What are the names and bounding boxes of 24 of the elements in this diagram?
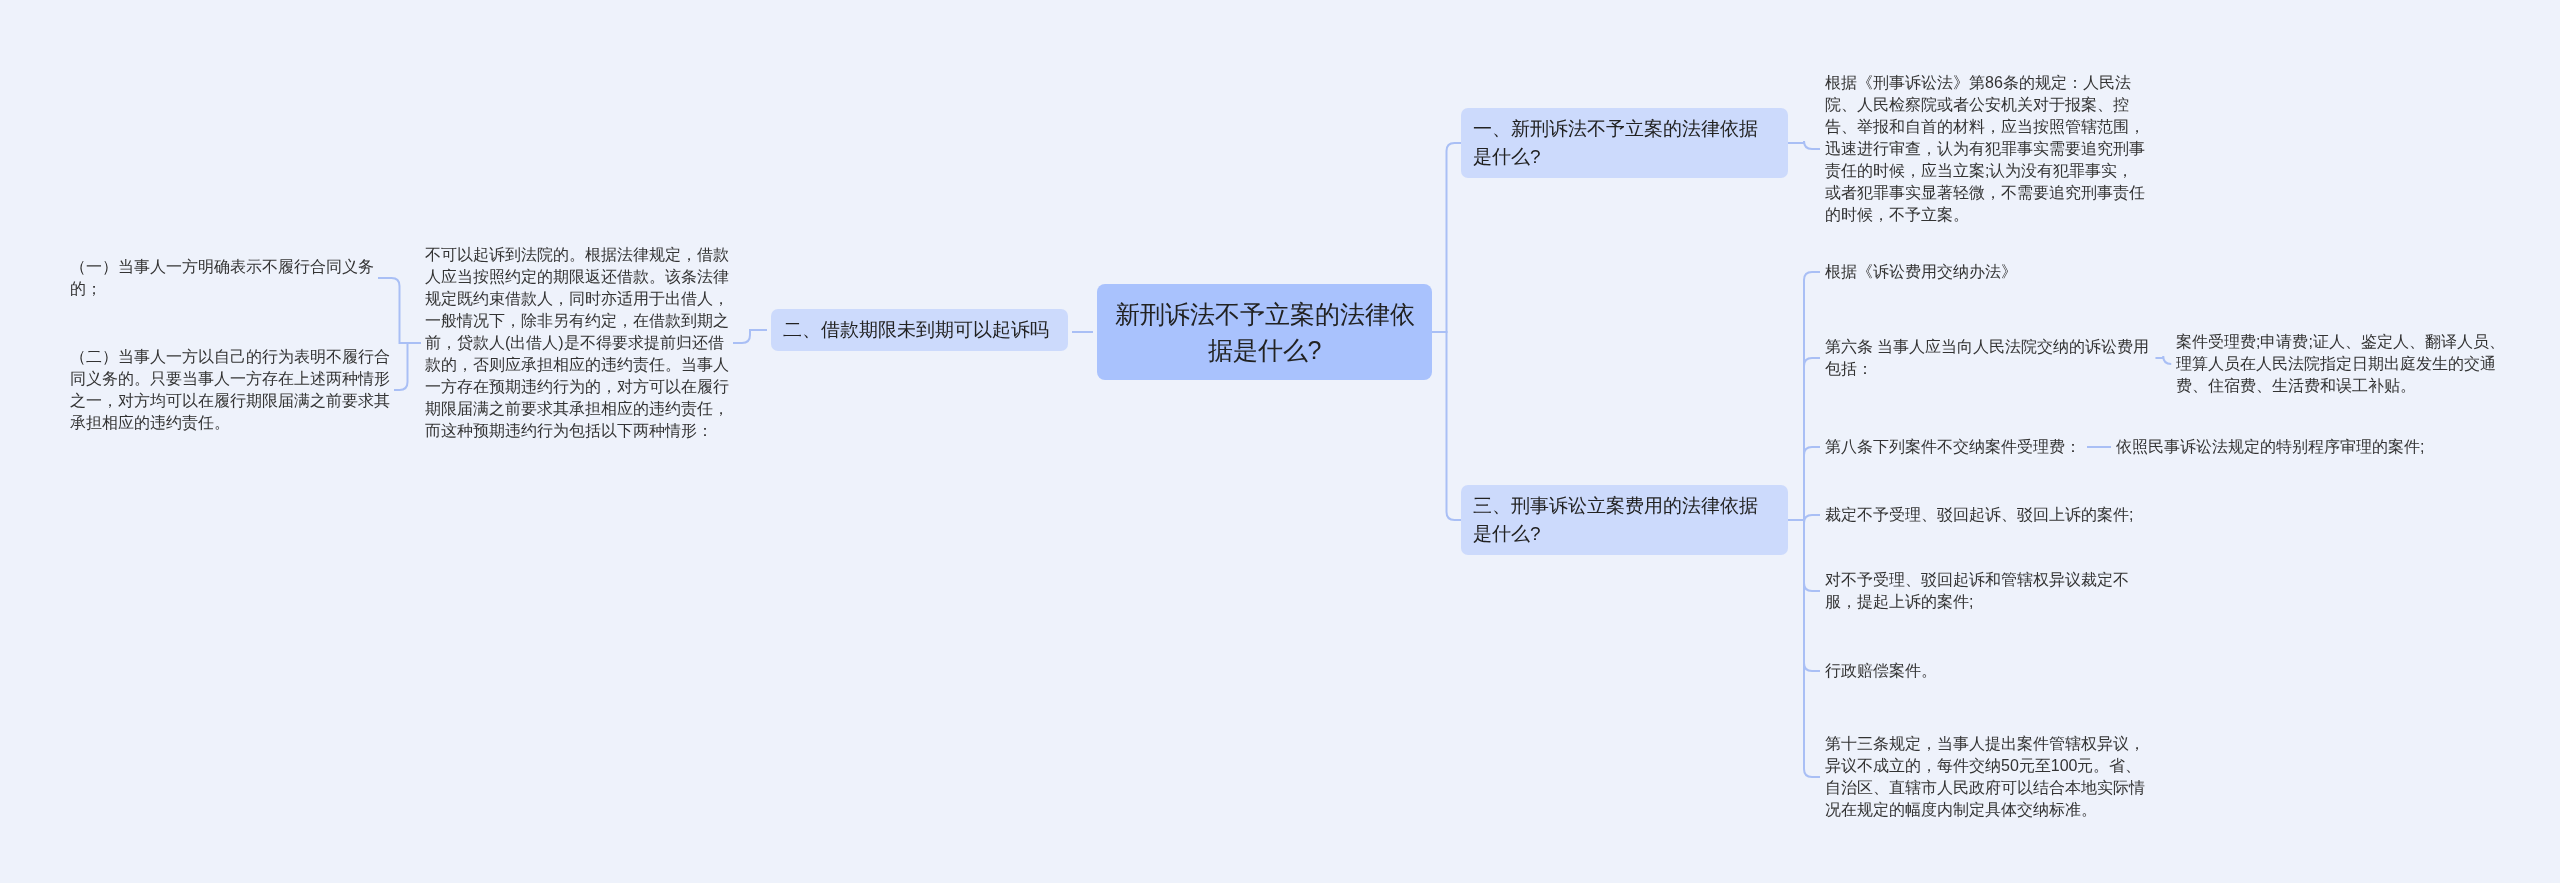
central-topic-box: 新刑诉法不予立案的法律依据是什么?: [1097, 284, 1432, 380]
connector-line: [393, 342, 422, 391]
note-text: 依照民事诉讼法规定的特别程序审理的案件;: [2116, 436, 2536, 458]
connector-line: [1787, 140, 1821, 150]
note-text: （一）当事人一方明确表示不履行合同义务的；: [70, 256, 400, 300]
subtopic-box: 三、刑事诉讼立案费用的法律依据是什么?: [1461, 485, 1788, 555]
note-text: 第六条 当事人应当向人民法院交纳的诉讼费用包括：: [1825, 336, 2153, 380]
note-text: 裁定不予受理、驳回起诉、驳回上诉的案件;: [1825, 504, 2245, 526]
connector-line: [2086, 446, 2112, 448]
note-text: 案件受理费;申请费;证人、鉴定人、翻译人员、理算人员在人民法院指定日期出庭发生的交通费、住宿费、生活费和误工补贴。: [2176, 331, 2506, 397]
note-text: （二）当事人一方以自己的行为表明不履行合同义务的。只要当事人一方存在上述两种情形之一，对方均可以在履行期限届满之前要求其承担相应的违约责任。: [70, 346, 400, 434]
connector-line: [2154, 355, 2173, 365]
note-text: 根据《刑事诉讼法》第86条的规定：人民法院、人民检察院或者公安机关对于报案、控告、举报和自首的材料，应当按照管辖范围，迅速进行审查，认为有犯罪事实需要追究刑事责任的时候，应当立案;认为没有犯罪事实，或者犯罪事实显著轻微，不需要追究刑事责任的时候，不予立案。: [1825, 72, 2147, 226]
connector-line: [732, 329, 768, 344]
note-text: 对不予受理、驳回起诉和管辖权异议裁定不服，提起上诉的案件;: [1825, 569, 2155, 613]
subtopic-box: 一、新刑诉法不予立案的法律依据是什么?: [1461, 108, 1788, 178]
note-text: 不可以起诉到法院的。根据法律规定，借款人应当按照约定的期限返还借款。该条法律规定既约束借款人，同时亦适用于出借人，一般情况下，除非另有约定，在借款到期之前，贷款人(出借人)是不得要求提前归还借款的，否则应承担相应的违约责任。当事人一方存在预期违约行为的，对方可以在履行期限届满之前要求其承担相应的违约责任，而这种预期违约行为包括以下两种情形：: [425, 244, 731, 442]
connector-line: [1787, 519, 1821, 778]
connector-line: [1071, 331, 1094, 333]
subtopic-box: 二、借款期限未到期可以起诉吗: [771, 309, 1068, 351]
note-text: 第十三条规定，当事人提出案件管辖权异议，异议不成立的，每件交纳50元至100元。省、自治区、直辖市人民政府可以结合本地实际情况在规定的幅度内制定具体交纳标准。: [1825, 733, 2155, 821]
note-text: 行政赔偿案件。: [1825, 660, 2245, 682]
note-text: 根据《诉讼费用交纳办法》: [1825, 261, 2245, 283]
note-text: 第八条下列案件不交纳案件受理费：: [1825, 436, 2115, 458]
